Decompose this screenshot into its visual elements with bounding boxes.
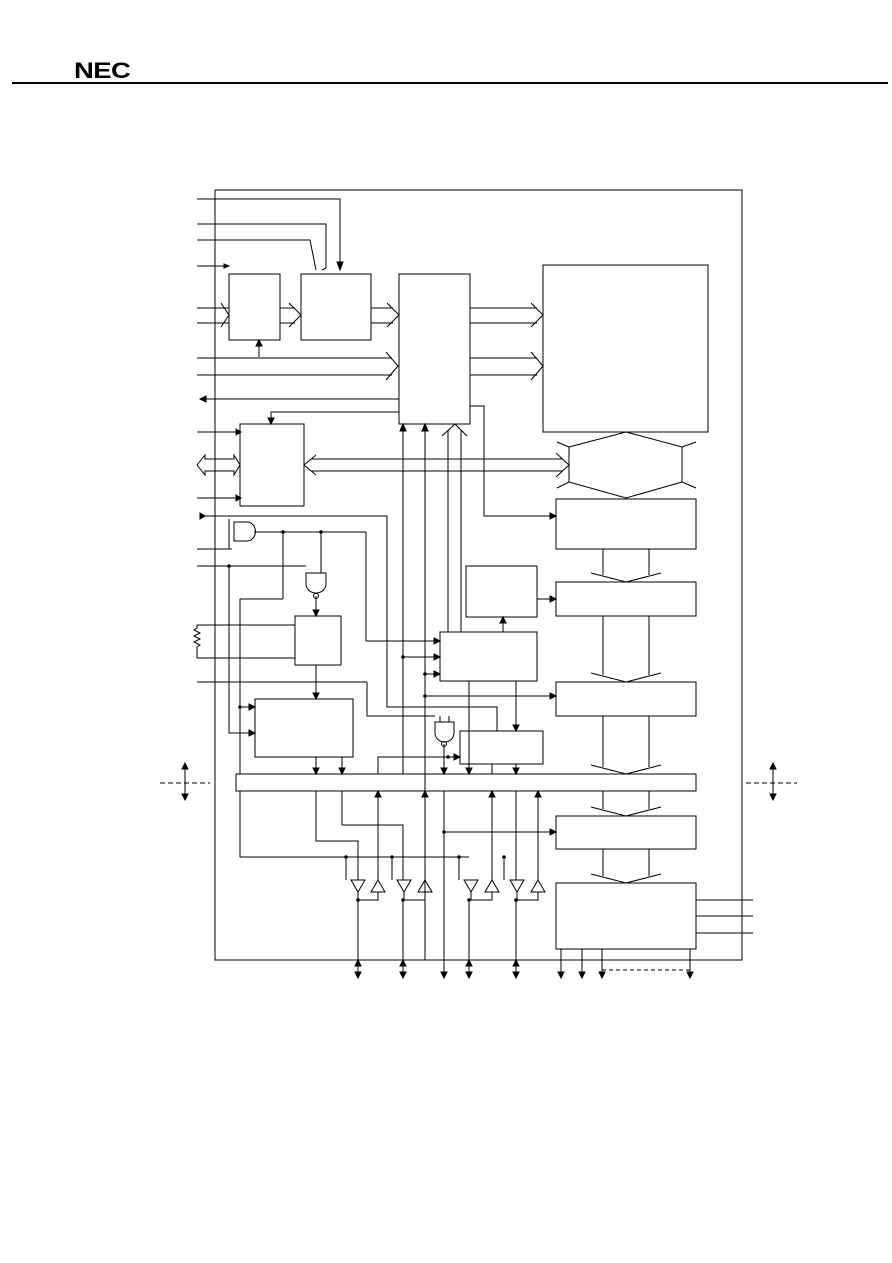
and-gate-3 xyxy=(435,722,454,742)
io-buffers xyxy=(351,880,545,900)
and-gates xyxy=(234,522,454,747)
chip-outline xyxy=(215,190,742,960)
side-markers xyxy=(160,763,797,800)
block-a xyxy=(229,274,280,340)
and-gate-1 xyxy=(234,522,255,541)
internal-bus xyxy=(236,774,696,791)
page-header: NEC xyxy=(0,0,892,90)
input-pin-lines xyxy=(197,199,399,682)
and-gate-2 xyxy=(306,573,326,593)
memory-block xyxy=(543,265,708,432)
block-b xyxy=(301,274,371,340)
output-pins xyxy=(355,900,753,978)
company-logo: NEC xyxy=(74,58,131,83)
resistor-symbol xyxy=(194,625,295,658)
junction-dots xyxy=(227,530,518,902)
block-h xyxy=(295,616,341,665)
left-bidir-bus xyxy=(197,455,240,475)
block-i xyxy=(440,632,537,681)
block-j xyxy=(556,682,696,716)
block-n xyxy=(556,883,696,949)
block-g xyxy=(556,582,696,616)
block-k xyxy=(255,699,353,757)
block-m xyxy=(556,816,696,849)
block-c xyxy=(399,274,470,424)
block-d xyxy=(240,424,304,506)
block-f xyxy=(466,566,537,617)
control-wires xyxy=(200,340,556,960)
block-l xyxy=(460,731,543,764)
block-e xyxy=(556,499,696,549)
bus-arrows xyxy=(280,303,696,883)
header-rule xyxy=(12,82,888,84)
